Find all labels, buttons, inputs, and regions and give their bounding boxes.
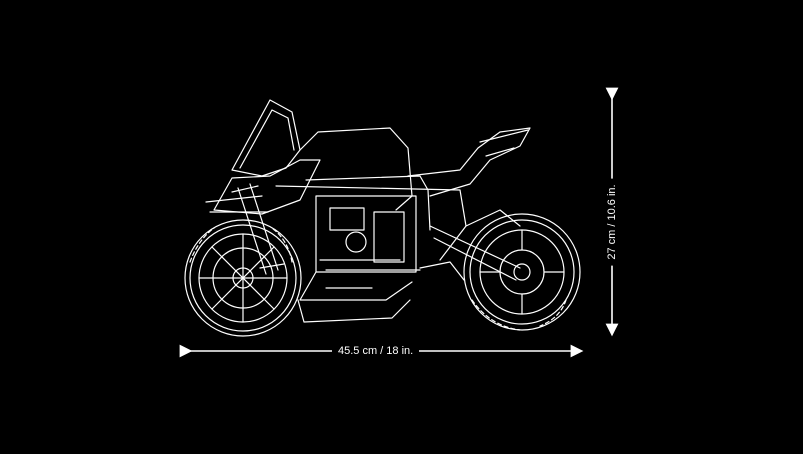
seat-and-tail — [407, 127, 531, 197]
width-dimension-label: 45.5 cm / 18 in. — [332, 344, 420, 358]
frame-and-tank — [275, 127, 467, 301]
swingarm — [429, 209, 521, 281]
front-fork — [231, 183, 285, 275]
front-wheel — [184, 219, 302, 337]
rear-wheel — [463, 213, 581, 331]
motorcycle-illustration — [184, 99, 581, 337]
front-fairing — [205, 99, 321, 215]
height-dimension-label: 27 cm / 10.6 in. — [605, 178, 619, 266]
lower-fairing — [297, 261, 465, 323]
